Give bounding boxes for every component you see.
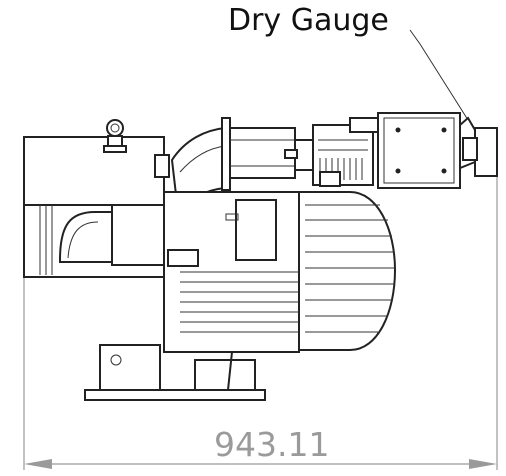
dry-gauge-label: Dry Gauge xyxy=(228,3,389,38)
dimension-line xyxy=(24,459,497,469)
callout-leader-line xyxy=(409,29,469,121)
lifting-eye xyxy=(103,119,127,153)
base-frame xyxy=(84,344,266,401)
gauge-assembly xyxy=(284,117,381,187)
motor xyxy=(163,191,397,353)
dry-gauge-box xyxy=(377,112,498,189)
flanges xyxy=(221,117,296,191)
dimension-value: 943.11 xyxy=(214,425,330,464)
